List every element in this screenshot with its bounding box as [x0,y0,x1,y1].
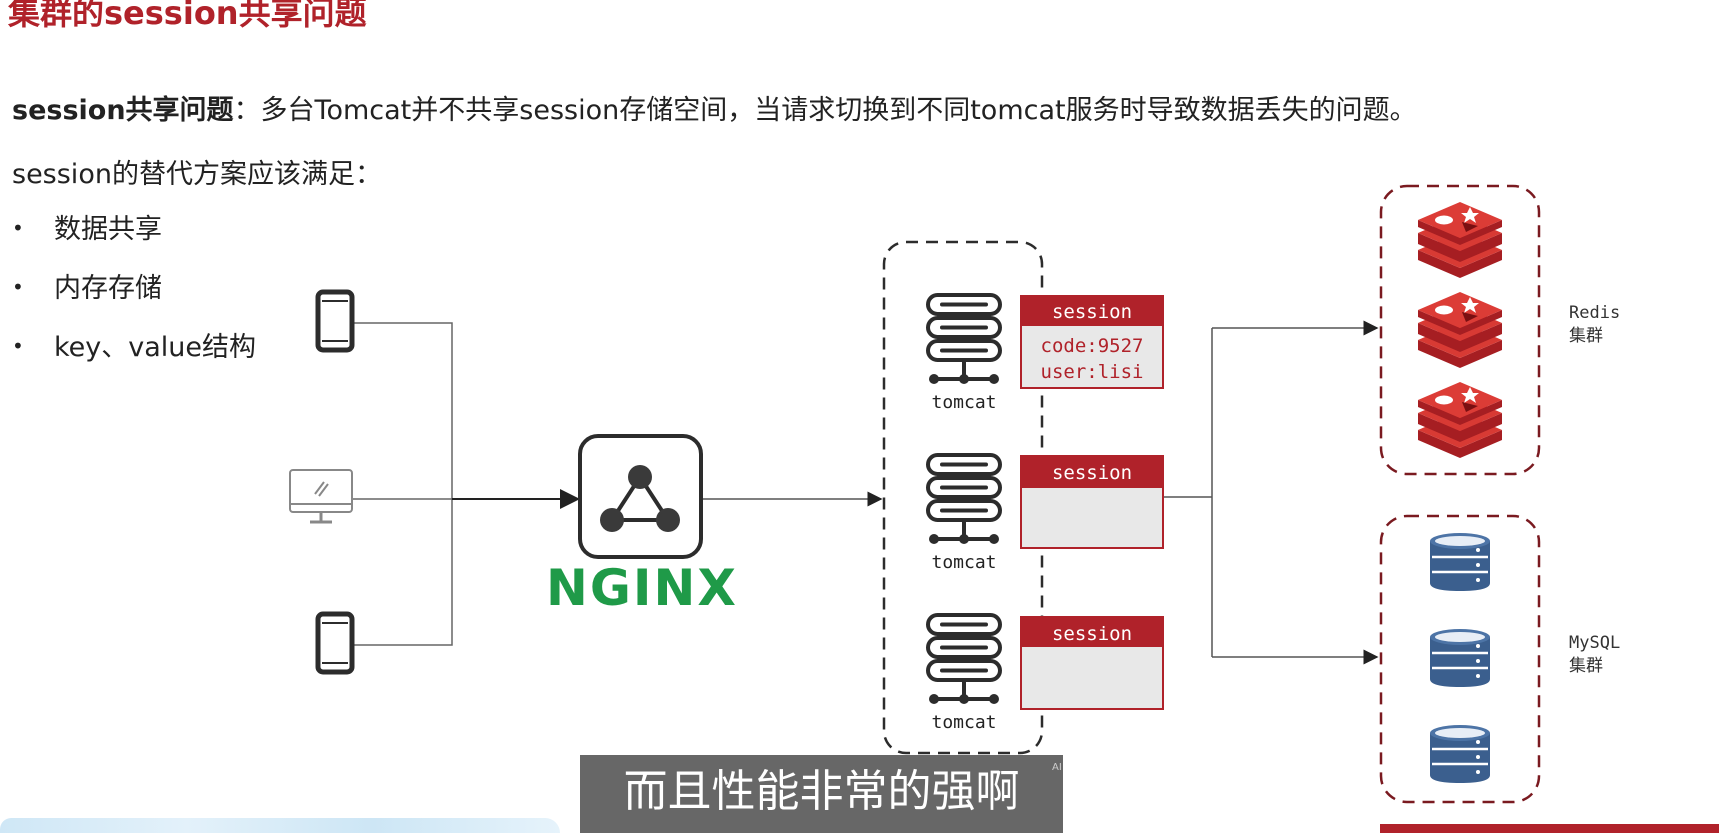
redis-label: Redis [1569,303,1620,323]
nginx-icon-frame [578,434,703,559]
node-dot-icon [656,508,680,532]
node-dot-icon [600,508,624,532]
redis-cluster-box [1379,184,1541,476]
decorative-wave [0,818,560,833]
bullet-item-memory-storage: 内存存储 [12,271,256,330]
page-title: 集群的session共享问题 [8,0,367,32]
phone-icon [318,292,352,350]
phone-icon [318,614,352,672]
tomcat-label: tomcat [931,392,996,413]
server-icon [926,293,1002,386]
nginx-node: NGINX [546,434,738,617]
client-connectors [326,322,580,646]
bullet-item-key-value: key、value结构 [12,330,256,389]
redis-icon [1418,202,1502,278]
tomcat-to-storage-connectors [1163,320,1379,665]
database-icon [1428,627,1492,689]
session-header: session [1052,462,1132,484]
session-card: session [1020,455,1164,549]
database-icon [1428,531,1492,593]
session-header: session [1052,623,1132,645]
desktop-monitor-icon [289,469,353,524]
problem-label: session共享问题 [12,95,234,126]
redis-icon [1418,382,1502,458]
redis-cluster-label: 集群 [1569,326,1603,346]
tomcat-label: tomcat [931,552,996,573]
bullet-item-data-sharing: 数据共享 [12,212,256,271]
requirement-intro: session的替代方案应该满足： [12,159,382,190]
requirement-list: 数据共享 内存存储 key、value结构 [12,212,256,389]
mysql-cluster-box [1379,514,1541,804]
problem-text: ：多台Tomcat并不共享session存储空间，当请求切换到不同tomcat服… [233,95,1417,126]
session-card: session code:9527 user:lisi [1020,295,1164,389]
session-header: session [1052,301,1132,323]
redis-icon [1418,292,1502,368]
database-icon [1428,723,1492,785]
network-triangle-icon [608,473,672,522]
ai-watermark: AI [1052,762,1062,773]
mysql-cluster-label: 集群 [1569,656,1603,676]
nginx-label: NGINX [546,559,738,617]
video-subtitle: 而且性能非常的强啊 [580,755,1063,833]
footer-accent-bar [1380,824,1719,833]
server-icon [926,453,1002,546]
tomcat-label: tomcat [931,712,996,733]
problem-description: session共享问题：多台Tomcat并不共享session存储空间，当请求切… [12,88,1417,127]
server-icon [926,613,1002,706]
node-dot-icon [628,465,652,489]
session-card: session [1020,616,1164,710]
mysql-label: MySQL [1569,633,1620,653]
session-code-line: code:9527 [1041,335,1144,357]
session-user-line: user:lisi [1041,361,1144,383]
